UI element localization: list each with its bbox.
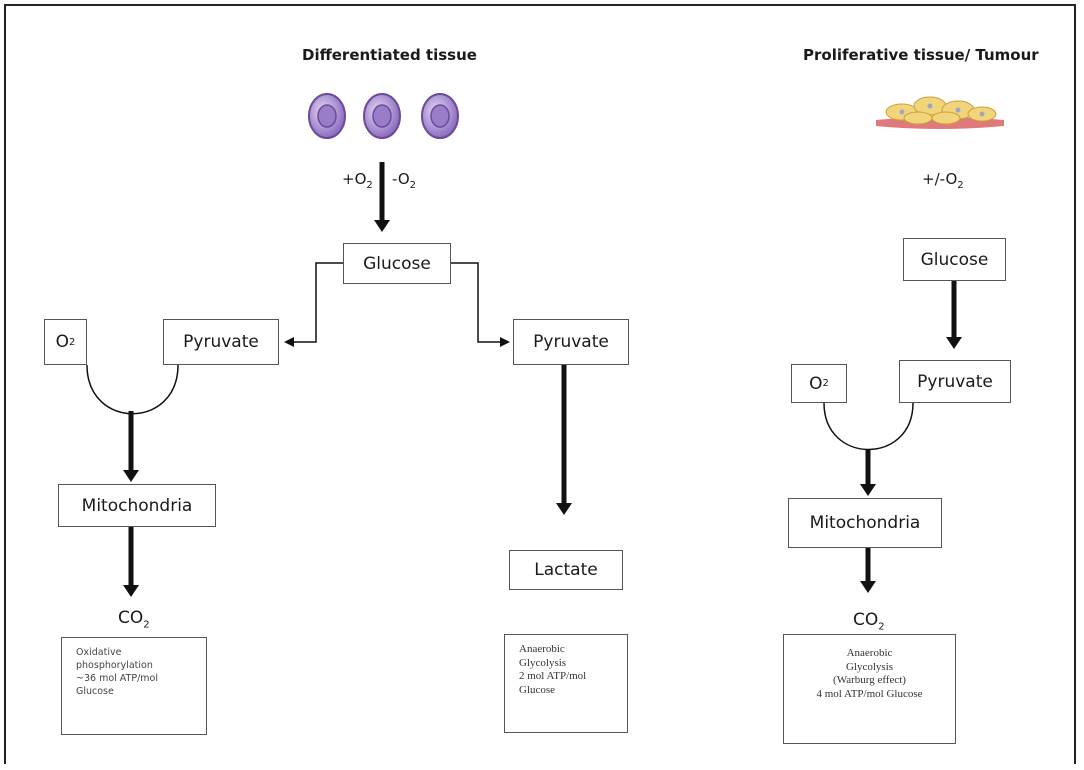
tumour-tissue-icon — [876, 96, 1004, 129]
glucose-box: Glucose — [343, 243, 451, 284]
right-panel-title: Proliferative tissue/ Tumour — [803, 46, 1039, 64]
figure-frame — [4, 4, 1076, 764]
co2-left-label: CO2 — [118, 608, 150, 631]
pyruvate-aerobic-box: Pyruvate — [163, 319, 279, 365]
tumour-mitochondria-box: Mitochondria — [788, 498, 942, 548]
left-panel-title: Differentiated tissue — [302, 46, 477, 64]
pyruvate-anaerobic-box: Pyruvate — [513, 319, 629, 365]
lactate-box: Lactate — [509, 550, 623, 590]
cell-icon — [363, 93, 401, 139]
tumour-glucose-box: Glucose — [903, 238, 1006, 281]
tumour-pyruvate-box: Pyruvate — [899, 360, 1011, 403]
oxidative-phosphorylation-note: Oxidative phosphorylation ~36 mol ATP/mo… — [61, 637, 207, 735]
cell-icon — [308, 93, 346, 139]
warburg-effect-note: Anaerobic Glycolysis (Warburg effect) 4 … — [783, 634, 956, 744]
anaerobic-glycolysis-note: Anaerobic Glycolysis 2 mol ATP/mol Gluco… — [504, 634, 628, 733]
oxygen-present-label: +O2 — [342, 170, 373, 191]
mitochondria-box: Mitochondria — [58, 484, 216, 527]
oxygen-absent-label: -O2 — [392, 170, 417, 191]
cell-icon — [421, 93, 459, 139]
co2-right-label: CO2 — [853, 610, 885, 633]
oxygen-optional-label: +/-O2 — [922, 170, 964, 191]
